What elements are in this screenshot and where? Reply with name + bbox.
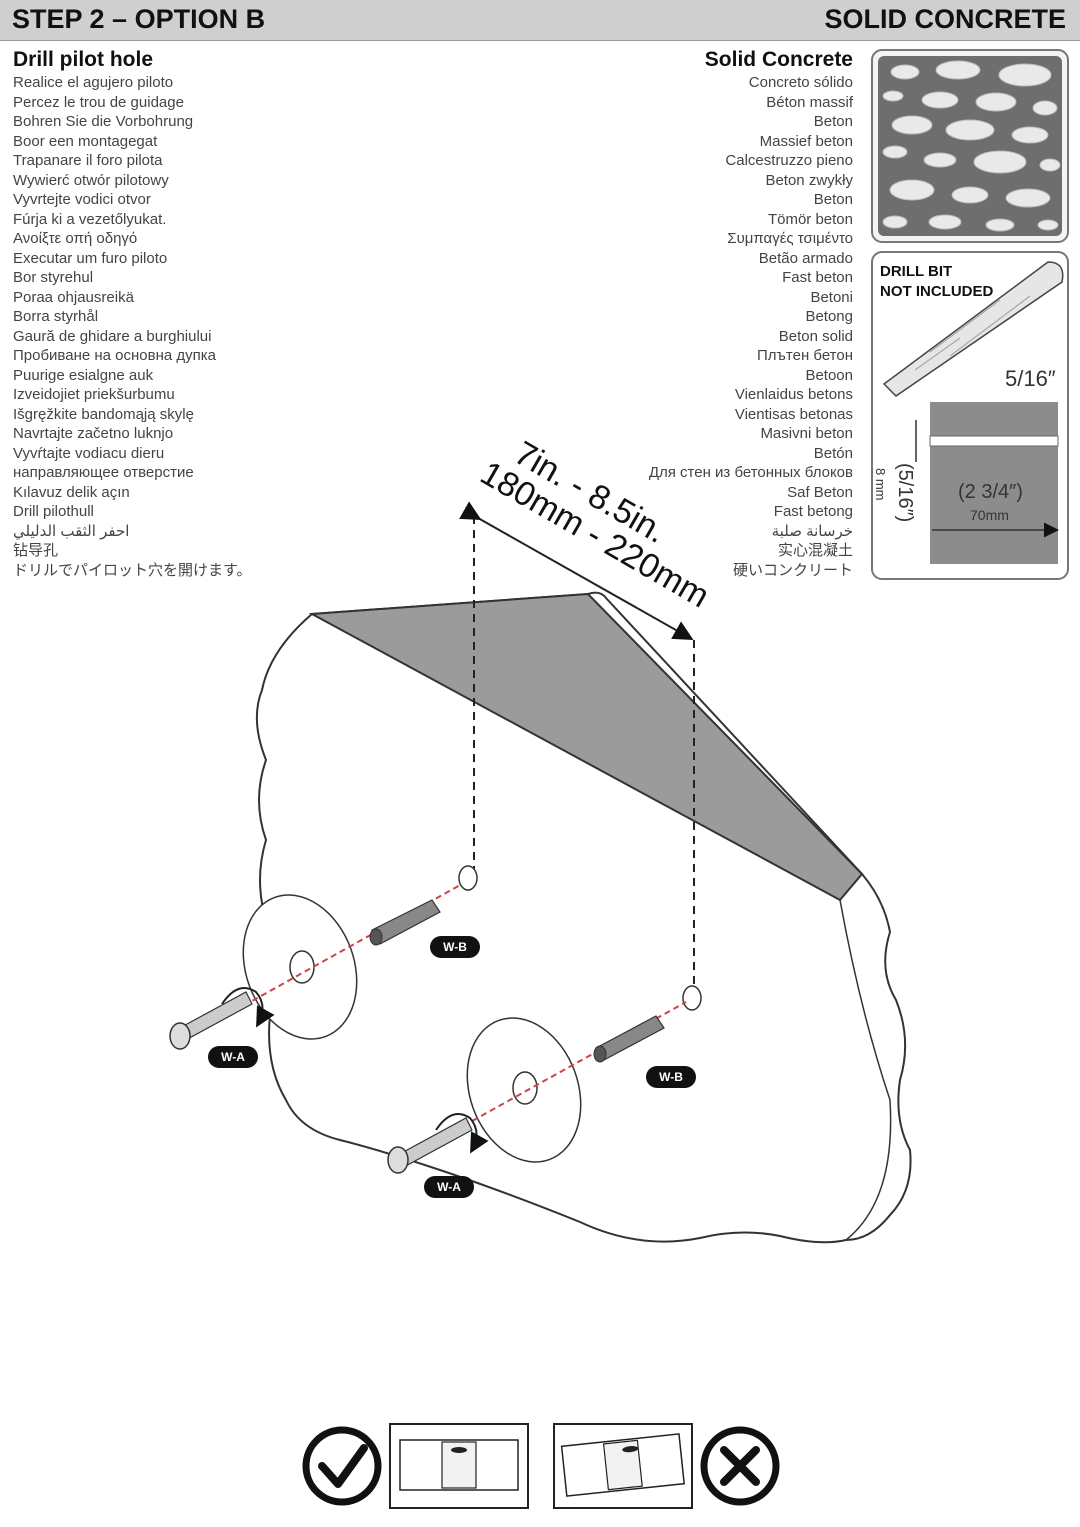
instruction-translation: Realice el agujero piloto bbox=[13, 74, 174, 91]
level-tilted-icon bbox=[553, 1423, 693, 1509]
instruction-translation: Išgręžkite bandomąją skylę bbox=[13, 405, 194, 423]
instruction-translation: Ανοίξτε οπή οδηγό bbox=[13, 230, 138, 247]
instruction-translation: 钻导孔 bbox=[13, 542, 59, 559]
material-translation: Beton bbox=[813, 191, 853, 208]
material-translation: Béton massif bbox=[766, 93, 853, 111]
rotate-arrow-icon bbox=[435, 1113, 489, 1154]
material-translation: Для стен из бетонных блоков bbox=[648, 464, 853, 481]
material-translation: Tömör beton bbox=[767, 210, 853, 228]
drill-bit-note-line1: DRILL BIT bbox=[880, 263, 952, 280]
concrete-texture-panel bbox=[871, 49, 1069, 243]
level-correct-icon bbox=[389, 1423, 529, 1509]
instruction-translation: Drill pilothull bbox=[13, 503, 94, 520]
material-translation: Beton zwykły bbox=[765, 171, 853, 189]
material-translation: Saf Beton bbox=[787, 483, 853, 501]
instruction-translation: Izveidojiet priekšurbumu bbox=[13, 386, 175, 403]
material-translation: Συμπαγές τσιμέντο bbox=[727, 230, 853, 247]
drill-bit-icon bbox=[882, 261, 1064, 397]
material-translation: Massief beton bbox=[759, 132, 853, 150]
instruction-translation: Пробиване на основна дупка bbox=[13, 347, 217, 364]
drill-bit-diameter: 5/16″ bbox=[1005, 366, 1056, 391]
material-translation: Vienlaidus betons bbox=[734, 386, 853, 403]
screw-label: W-A bbox=[221, 1050, 245, 1064]
instruction-translation: ドリルでパイロット穴を開けます。 bbox=[13, 561, 252, 579]
hole-depth-mm: 70mm bbox=[970, 507, 1009, 523]
material-translation: Calcestruzzo pieno bbox=[725, 152, 853, 169]
material-heading: Solid Concrete bbox=[704, 48, 853, 71]
instruction-translation: Executar um furo piloto bbox=[13, 249, 168, 267]
material-translation: Плътен бетон bbox=[757, 347, 853, 364]
instruction-translation: Percez le trou de guidage bbox=[13, 93, 184, 111]
step-title: STEP 2 – OPTION B bbox=[12, 4, 266, 34]
material-translation: Concreto sólido bbox=[748, 74, 853, 91]
instruction-translation: Kılavuz delik açın bbox=[13, 483, 130, 501]
lower-mounting-assembly: W-B W-A bbox=[387, 985, 702, 1198]
instruction-translation: Boor een montagegat bbox=[13, 132, 158, 150]
instruction-heading: Drill pilot hole bbox=[13, 48, 153, 71]
instruction-translation: Poraa ohjausreikä bbox=[13, 288, 134, 306]
material-translation: Betoon bbox=[805, 366, 853, 384]
drill-bit-callout: DRILL BIT NOT INCLUDED 5/16″ (5/16″) 8 m… bbox=[871, 251, 1069, 580]
material-translation: Vientisas betonas bbox=[734, 405, 853, 423]
step-header: STEP 2 – OPTION B SOLID CONCRETE bbox=[0, 0, 1080, 41]
instruction-translation: Wywierć otwór pilotowy bbox=[13, 171, 169, 189]
x-circle-icon bbox=[700, 1426, 780, 1506]
anchor-label: W-B bbox=[659, 1070, 683, 1084]
level-check bbox=[302, 1423, 780, 1509]
material-translation: Beton bbox=[813, 113, 853, 130]
upper-mounting-assembly: W-B W-A bbox=[169, 865, 480, 1068]
instruction-translation: Puurige esialgne auk bbox=[13, 366, 154, 384]
material-translation: Betão armado bbox=[758, 249, 853, 267]
instruction-translation: направляющее отверстие bbox=[13, 464, 194, 481]
instruction-translation: احفر الثقب الدليلي bbox=[13, 522, 130, 540]
check-circle-icon bbox=[302, 1426, 382, 1506]
instruction-translation: Fúrja ki a vezetőlyukat. bbox=[13, 210, 167, 228]
material-translation: خرسانة صلبة bbox=[771, 522, 853, 540]
material-translation: Masivni beton bbox=[760, 425, 853, 442]
instruction-translation: Vyvŕtajte vodiacu dieru bbox=[13, 444, 165, 462]
instruction-translation: Borra styrhål bbox=[13, 308, 99, 325]
wall-anchor-icon bbox=[593, 1015, 665, 1063]
screw-label: W-A bbox=[437, 1180, 461, 1194]
hole-diameter-in: (5/16″) bbox=[894, 463, 916, 522]
wall-slab bbox=[255, 591, 912, 1244]
material-translation: Fast beton bbox=[782, 269, 853, 286]
material-translation: Fast betong bbox=[773, 503, 853, 520]
material-translation: 硬いコンクリート bbox=[732, 561, 853, 579]
material-translation: Betong bbox=[805, 308, 853, 325]
material-translation: Beton solid bbox=[778, 327, 853, 345]
material-translation: 实心混凝土 bbox=[777, 542, 853, 559]
hole-diameter-mm: 8 mm bbox=[873, 468, 888, 501]
material-title: SOLID CONCRETE bbox=[824, 4, 1066, 34]
screw-icon bbox=[169, 991, 253, 1050]
instruction-translation: Navrtajte začetno luknjo bbox=[13, 425, 174, 442]
screw-icon bbox=[387, 1117, 473, 1174]
wall-anchor-icon bbox=[369, 899, 441, 946]
instruction-translation: Gaură de ghidare a burghiului bbox=[13, 327, 212, 345]
rotate-arrow-icon bbox=[221, 987, 275, 1028]
material-translation: Betoni bbox=[810, 288, 853, 306]
instruction-translation: Vyvrtejte vodici otvor bbox=[13, 191, 151, 208]
material-translation: Betón bbox=[813, 444, 853, 462]
drill-bit-note-line2: NOT INCLUDED bbox=[880, 283, 993, 300]
instruction-translation: Trapanare il foro pilota bbox=[13, 152, 163, 169]
anchor-label: W-B bbox=[443, 940, 467, 954]
instruction-translation: Bor styrehul bbox=[13, 269, 94, 286]
instruction-translation: Bohren Sie die Vorbohrung bbox=[13, 113, 194, 130]
hole-depth-in: (2 3/4″) bbox=[958, 481, 1023, 503]
